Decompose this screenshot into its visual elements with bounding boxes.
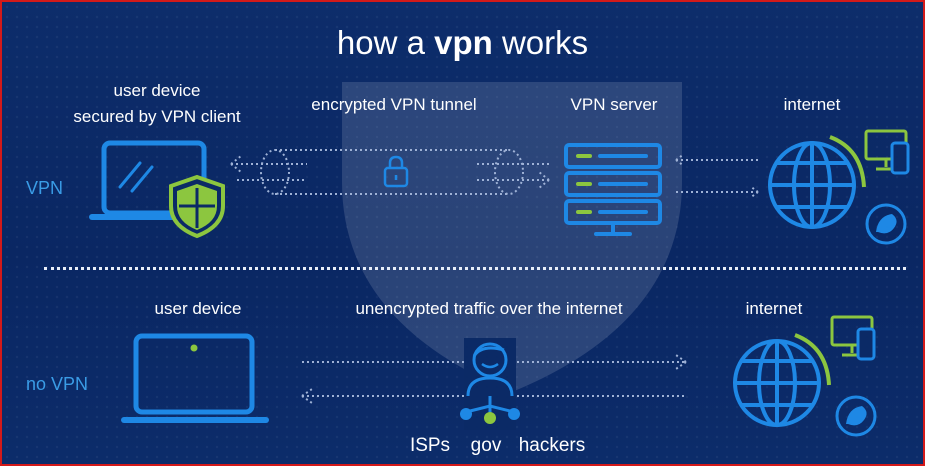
- title-prefix: how a: [336, 24, 435, 61]
- vpn-internet-label: internet: [783, 95, 841, 114]
- row-separator: [44, 267, 906, 270]
- observer-gov: gov: [470, 435, 502, 456]
- row-label-vpn: VPN: [26, 178, 64, 198]
- vpn-server-label: VPN server: [570, 95, 658, 114]
- laptop-plain-icon: [121, 333, 269, 423]
- lock-icon: [383, 155, 409, 188]
- monitor-no-vpn-icon: [830, 315, 876, 361]
- vpn-tunnel-graphic: [230, 149, 550, 195]
- page-title: how a vpn works: [337, 24, 588, 62]
- novpn-device-label: user device: [154, 299, 242, 318]
- globe-no-vpn-icon: [733, 333, 831, 427]
- browser-no-vpn-icon: [835, 395, 877, 437]
- traffic-label: unencrypted traffic over the internet: [355, 299, 623, 318]
- observer-hackers: hackers: [518, 435, 586, 456]
- server-internet-arrows: [675, 153, 759, 199]
- unencrypted-traffic-arrows: [301, 354, 687, 404]
- shield-icon: [169, 174, 225, 239]
- novpn-internet-label: internet: [745, 299, 803, 318]
- user-icon: [460, 338, 520, 430]
- vpn-device-label-line1: user device: [113, 81, 201, 100]
- tunnel-label: encrypted VPN tunnel: [311, 95, 477, 114]
- monitor-icon: [864, 129, 910, 175]
- background-shield-icon: [342, 82, 682, 392]
- observer-isps: ISPs: [409, 435, 451, 456]
- vpn-device-label-line2: secured by VPN client: [73, 107, 241, 126]
- browser-icon: [865, 203, 907, 245]
- globe-icon: [768, 135, 866, 229]
- title-bold: vpn: [434, 24, 493, 61]
- server-icon: [564, 143, 662, 236]
- title-suffix: works: [492, 24, 589, 61]
- row-label-no-vpn: no VPN: [26, 374, 89, 394]
